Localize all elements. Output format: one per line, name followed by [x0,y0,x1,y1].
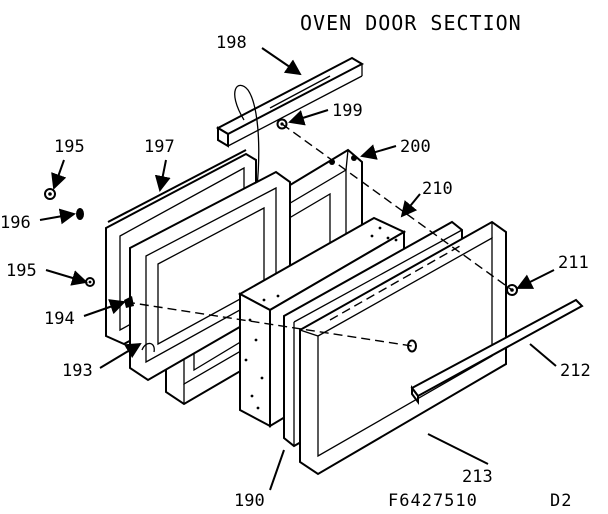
callout-labels: 198 199 195 197 200 210 196 195 211 194 … [0,33,591,511]
callout-195-upper: 195 [54,137,85,157]
diagram-title: OVEN DOOR SECTION [300,11,522,35]
callout-213: 213 [462,467,493,487]
callout-193: 193 [62,361,93,381]
part-196-washer [76,208,84,220]
part-212-handle [410,298,584,405]
part-code: F6427510 [388,491,478,511]
callout-212: 212 [560,361,591,381]
callout-200: 200 [400,137,431,157]
callout-197: 197 [144,137,175,157]
callout-210: 210 [422,179,453,199]
part-195-screw-upper [44,188,56,200]
alignment-lines [125,123,513,347]
callout-194: 194 [44,309,75,329]
callout-196: 196 [0,213,31,233]
callout-198: 198 [216,33,247,53]
callout-199: 199 [332,101,363,121]
callout-195-lower: 195 [6,261,37,281]
revision-code: D2 [550,491,572,511]
callout-190: 190 [234,491,265,511]
part-195-screw-lower [85,277,95,287]
leader-lines [39,47,557,491]
callout-211: 211 [558,253,589,273]
